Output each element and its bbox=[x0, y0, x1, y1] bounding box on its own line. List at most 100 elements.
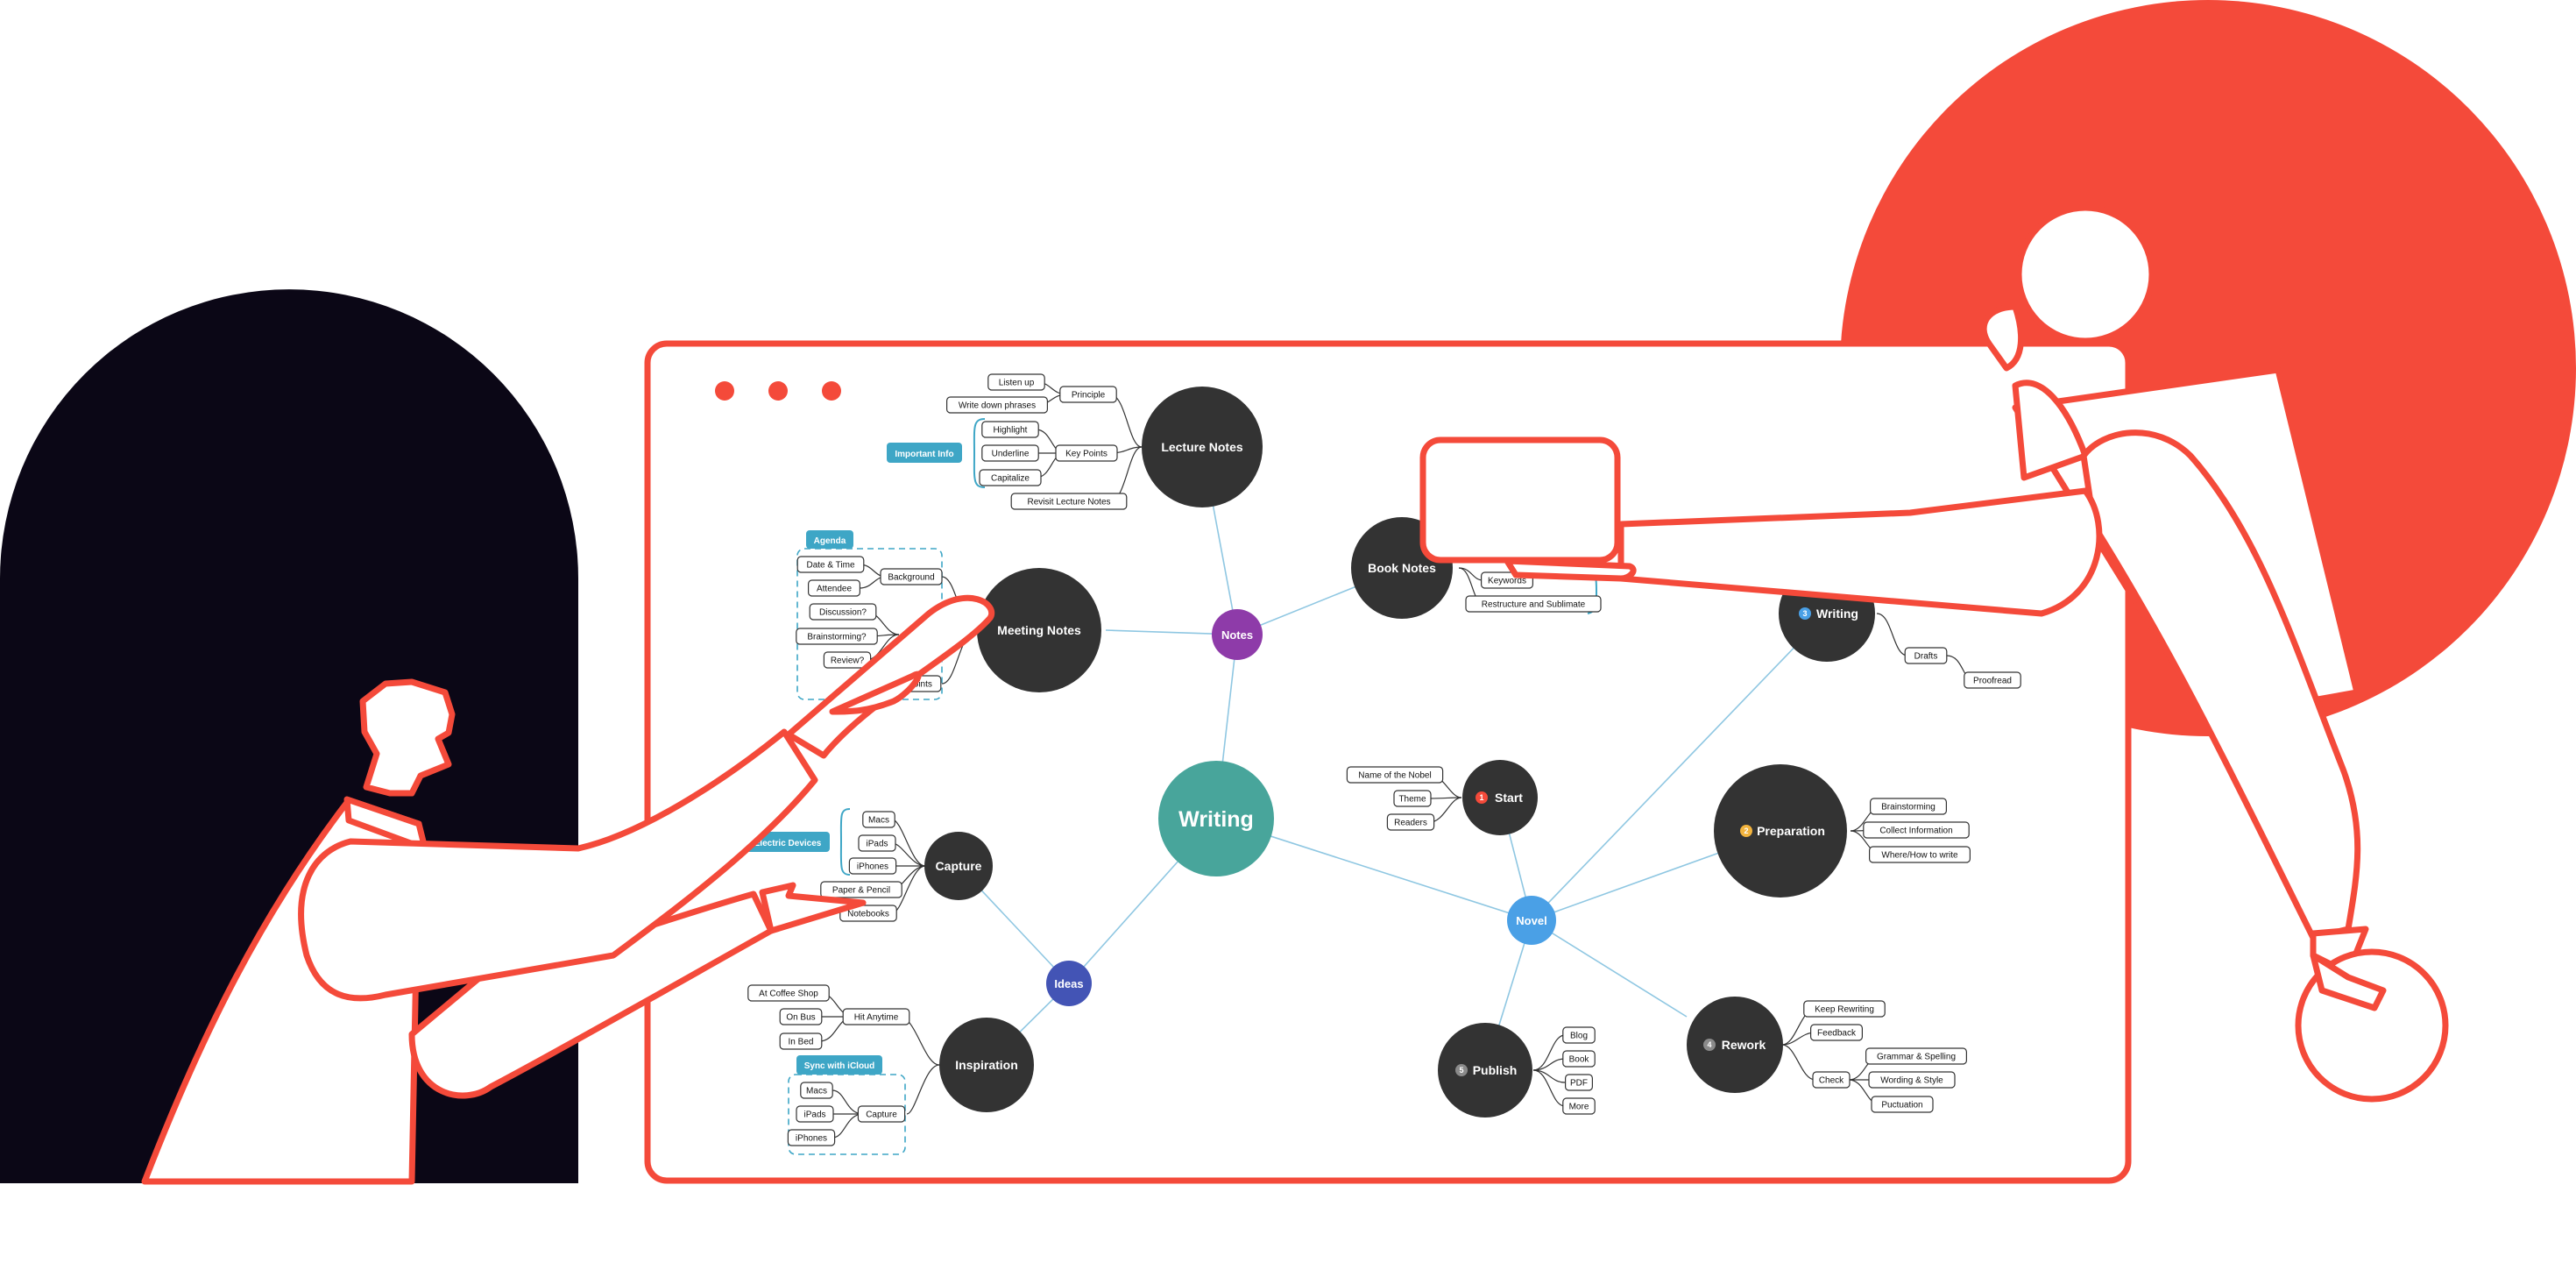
leaf-inspiration-hit-label: Hit Anytime bbox=[854, 1013, 899, 1023]
right-person-illustration bbox=[1419, 204, 2449, 1103]
leaf-lecture-highlight-label: Highlight bbox=[994, 426, 1028, 436]
leaf-inspiration-hit[interactable]: Hit Anytime bbox=[842, 1008, 910, 1025]
leaf-meeting-brainstorming-label: Brainstorming? bbox=[807, 633, 867, 642]
leaf-capture-ipads-label: iPads bbox=[866, 840, 888, 849]
topic-meeting-notes[interactable]: Meeting Notes bbox=[977, 568, 1101, 692]
topic-lecture-notes[interactable]: Lecture Notes bbox=[1142, 387, 1263, 507]
leaf-lecture-listen-up[interactable]: Listen up bbox=[987, 373, 1045, 391]
priority-2-label: 2 bbox=[1744, 827, 1748, 835]
window-maximize-button[interactable] bbox=[822, 381, 841, 401]
leaf-rework-keep[interactable]: Keep Rewriting bbox=[1803, 1000, 1886, 1018]
tag-agenda[interactable]: Agenda bbox=[806, 530, 853, 549]
leaf-inspiration-iphones[interactable]: iPhones bbox=[787, 1129, 836, 1146]
leaf-capture-iphones[interactable]: iPhones bbox=[848, 857, 897, 875]
window-minimize-button[interactable] bbox=[768, 381, 788, 401]
leaf-preparation-where-label: Where/How to write bbox=[1881, 851, 1958, 861]
topic-publish-label: Publish bbox=[1473, 1063, 1518, 1077]
leaf-meeting-date-time[interactable]: Date & Time bbox=[796, 556, 865, 573]
leaf-meeting-discussion-label: Discussion? bbox=[819, 608, 867, 618]
leaf-lecture-principle[interactable]: Principle bbox=[1059, 386, 1117, 403]
leaf-meeting-discussion[interactable]: Discussion? bbox=[809, 603, 877, 621]
leaf-inspiration-capture-label: Capture bbox=[866, 1110, 897, 1120]
leaf-book-keywords-label: Keywords bbox=[1488, 577, 1526, 586]
leaf-inspiration-capture[interactable]: Capture bbox=[857, 1105, 906, 1123]
topic-ideas[interactable]: Ideas bbox=[1046, 961, 1092, 1006]
topic-lecture-notes-label: Lecture Notes bbox=[1161, 440, 1243, 454]
priority-3-icon bbox=[1799, 607, 1811, 620]
leaf-inspiration-coffee[interactable]: At Coffee Shop bbox=[747, 984, 830, 1002]
leaf-capture-paper-label: Paper & Pencil bbox=[832, 886, 890, 896]
leaf-lecture-revisit[interactable]: Revisit Lecture Notes bbox=[1010, 493, 1128, 510]
leaf-writing-drafts-label: Drafts bbox=[1914, 652, 1938, 662]
leaf-writing-proofread[interactable]: Proofread bbox=[1964, 671, 2021, 689]
topic-novel-label: Novel bbox=[1516, 914, 1546, 927]
leaf-rework-grammar[interactable]: Grammar & Spelling bbox=[1865, 1047, 1968, 1065]
leaf-lecture-revisit-label: Revisit Lecture Notes bbox=[1027, 498, 1110, 507]
leaf-lecture-write-down[interactable]: Write down phrases bbox=[945, 396, 1048, 414]
topic-capture[interactable]: Capture bbox=[924, 832, 993, 900]
leaf-start-name-label: Name of the Nobel bbox=[1358, 771, 1431, 781]
topic-inspiration[interactable]: Inspiration bbox=[939, 1018, 1034, 1112]
leaf-lecture-highlight[interactable]: Highlight bbox=[981, 421, 1039, 438]
leaf-publish-book[interactable]: Book bbox=[1562, 1050, 1596, 1068]
leaf-capture-paper[interactable]: Paper & Pencil bbox=[820, 881, 902, 898]
leaf-meeting-review-label: Review? bbox=[831, 656, 865, 666]
leaf-capture-macs[interactable]: Macs bbox=[862, 811, 895, 828]
leaf-preparation-brainstorming-label: Brainstorming bbox=[1881, 803, 1936, 812]
leaf-lecture-key-points[interactable]: Key Points bbox=[1055, 444, 1118, 462]
leaf-inspiration-bed[interactable]: In Bed bbox=[779, 1032, 823, 1050]
leaf-inspiration-ipads[interactable]: iPads bbox=[796, 1105, 834, 1123]
leaf-meeting-background[interactable]: Background bbox=[880, 568, 943, 585]
leaf-start-readers[interactable]: Readers bbox=[1386, 813, 1435, 831]
leaf-meeting-date-time-label: Date & Time bbox=[806, 561, 854, 571]
leaf-rework-check[interactable]: Check bbox=[1812, 1071, 1851, 1089]
leaf-publish-pdf[interactable]: PDF bbox=[1564, 1074, 1593, 1091]
leaf-preparation-where[interactable]: Where/How to write bbox=[1869, 846, 1971, 863]
leaf-start-readers-label: Readers bbox=[1394, 819, 1427, 828]
agenda-boundary bbox=[796, 548, 943, 700]
tag-sync-icloud[interactable]: Sync with iCloud bbox=[796, 1055, 882, 1075]
topic-start[interactable]: 1 Start bbox=[1462, 760, 1538, 835]
topic-preparation[interactable]: 2 Preparation bbox=[1714, 764, 1847, 898]
topic-capture-label: Capture bbox=[936, 859, 982, 873]
leaf-inspiration-bus[interactable]: On Bus bbox=[779, 1008, 823, 1025]
leaf-writing-drafts[interactable]: Drafts bbox=[1904, 647, 1948, 664]
tag-electric-devices[interactable]: Electric Devices bbox=[746, 832, 830, 852]
leaf-lecture-principle-label: Principle bbox=[1072, 391, 1106, 401]
topic-publish[interactable]: 5 Publish bbox=[1438, 1023, 1532, 1118]
topic-notes[interactable]: Notes bbox=[1212, 609, 1263, 660]
leaf-lecture-key-points-label: Key Points bbox=[1065, 450, 1108, 459]
topic-rework[interactable]: 4 Rework bbox=[1687, 997, 1783, 1093]
leaf-capture-notebooks[interactable]: Notebooks bbox=[839, 905, 897, 922]
topic-writing-label: Writing bbox=[1178, 807, 1254, 832]
leaf-inspiration-ipads-label: iPads bbox=[803, 1110, 825, 1120]
leaf-preparation-brainstorming[interactable]: Brainstorming bbox=[1870, 798, 1948, 815]
topic-notes-label: Notes bbox=[1221, 628, 1253, 642]
leaf-preparation-collect[interactable]: Collect Information bbox=[1863, 821, 1970, 839]
leaf-meeting-attendee[interactable]: Attendee bbox=[807, 579, 860, 597]
leaf-inspiration-bed-label: In Bed bbox=[789, 1038, 814, 1047]
leaf-publish-blog[interactable]: Blog bbox=[1562, 1026, 1596, 1044]
topic-novel[interactable]: Novel bbox=[1507, 896, 1556, 945]
leaf-rework-punctuation[interactable]: Puctuation bbox=[1871, 1096, 1934, 1113]
leaf-topics: Principle Listen up Write down phrasesKey … bbox=[747, 373, 2021, 1146]
priority-4-icon bbox=[1703, 1039, 1716, 1051]
leaf-inspiration-macs[interactable]: Macs bbox=[800, 1082, 833, 1099]
leaf-lecture-underline[interactable]: Underline bbox=[981, 444, 1039, 462]
leaf-lecture-capitalize[interactable]: Capitalize bbox=[979, 469, 1042, 486]
window-close-button[interactable] bbox=[715, 381, 734, 401]
leaf-publish-more[interactable]: More bbox=[1562, 1097, 1596, 1115]
leaf-rework-feedback[interactable]: Feedback bbox=[1810, 1024, 1864, 1041]
leaf-capture-ipads[interactable]: iPads bbox=[858, 834, 896, 852]
leaf-start-theme[interactable]: Theme bbox=[1393, 790, 1432, 807]
leaf-book-restructure[interactable]: Restructure and Sublimate bbox=[1465, 595, 1602, 613]
leaf-meeting-brainstorming[interactable]: Brainstorming? bbox=[796, 628, 878, 645]
topic-writing[interactable]: Writing bbox=[1158, 761, 1274, 876]
tag-important-info[interactable]: Important Info bbox=[887, 443, 962, 463]
topic-writing-branch-label: Writing bbox=[1816, 607, 1858, 621]
leaf-rework-wording-label: Wording & Style bbox=[1880, 1076, 1943, 1086]
leaf-rework-wording[interactable]: Wording & Style bbox=[1868, 1071, 1956, 1089]
leaf-meeting-review[interactable]: Review? bbox=[823, 651, 872, 669]
leaf-start-name[interactable]: Name of the Nobel bbox=[1346, 766, 1444, 784]
leaf-meeting-points-label: Points bbox=[908, 680, 932, 690]
